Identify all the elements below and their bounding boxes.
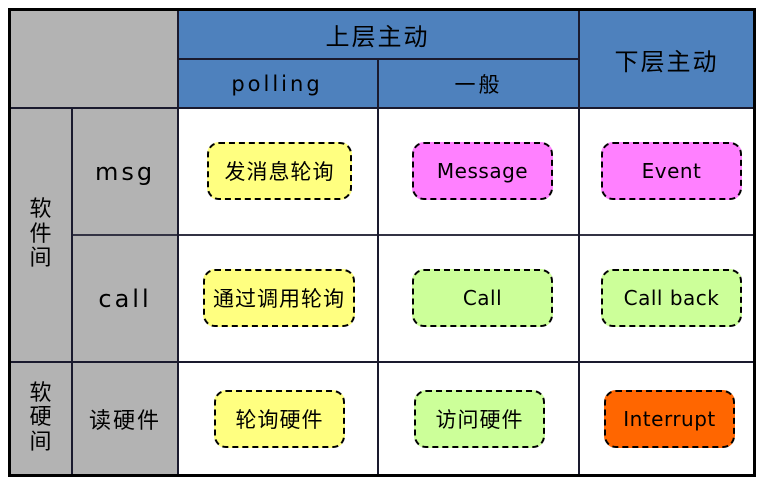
header-lower-active-label: 下层主动 <box>614 47 719 76</box>
row-group-label-software: 软件间 <box>11 109 71 361</box>
node-msg-general-label: Message <box>436 159 529 183</box>
communication-pattern-matrix: 上层主动 polling 一般 下层主动 软件间 msg call 发消息轮询 <box>8 8 756 477</box>
cell-readhw-lower-active: Interrupt <box>580 363 753 474</box>
node-call-polling[interactable]: 通过调用轮询 <box>203 269 355 327</box>
header-corner-cell <box>11 11 177 107</box>
row-label-read-hardware-text: 读硬件 <box>88 408 161 434</box>
row-group-label-hardware-text: 软硬间 <box>29 380 53 455</box>
cell-msg-general: Message <box>379 109 578 234</box>
header-upper-active: 上层主动 <box>177 11 578 58</box>
rule-msg-call <box>73 234 753 236</box>
cell-call-general: Call <box>379 236 578 361</box>
rule-col-polling-general <box>377 58 379 474</box>
row-label-msg: msg <box>73 109 177 234</box>
node-call-general-label: Call <box>462 286 503 310</box>
node-readhw-lower-active-label: Interrupt <box>623 407 716 431</box>
row-group-label-hardware: 软硬间 <box>11 363 71 474</box>
rule-col-rowlabel-data <box>177 11 179 474</box>
cell-call-lower-active: Call back <box>580 236 753 361</box>
header-subcolumn-general: 一般 <box>379 60 578 107</box>
row-label-read-hardware: 读硬件 <box>73 363 177 474</box>
node-readhw-general-label: 访问硬件 <box>435 408 524 432</box>
cell-msg-lower-active: Event <box>580 109 753 234</box>
node-call-general[interactable]: Call <box>412 269 553 327</box>
node-call-lower-active-label: Call back <box>623 286 720 310</box>
rule-software-hardware <box>11 361 753 363</box>
node-readhw-lower-active[interactable]: Interrupt <box>604 390 735 448</box>
row-label-call: call <box>73 236 177 361</box>
cell-readhw-general: 访问硬件 <box>379 363 578 474</box>
node-msg-polling[interactable]: 发消息轮询 <box>207 142 352 200</box>
rule-col-groupslash-rowlabel <box>71 107 73 474</box>
node-msg-general[interactable]: Message <box>412 142 553 200</box>
node-readhw-polling-label: 轮询硬件 <box>235 408 324 432</box>
node-msg-polling-label: 发消息轮询 <box>224 160 335 184</box>
rule-col-upper-lower <box>578 11 580 474</box>
node-call-lower-active[interactable]: Call back <box>601 269 742 327</box>
row-group-label-software-text: 软件间 <box>29 197 53 272</box>
header-subcolumn-polling: polling <box>177 60 377 107</box>
row-label-call-text: call <box>98 284 152 313</box>
cell-call-polling: 通过调用轮询 <box>177 236 377 361</box>
row-label-msg-text: msg <box>94 157 156 186</box>
rule-header-body <box>11 107 753 109</box>
node-call-polling-label: 通过调用轮询 <box>213 287 345 311</box>
header-subcolumn-polling-label: polling <box>231 71 323 96</box>
matrix-grid: 上层主动 polling 一般 下层主动 软件间 msg call 发消息轮询 <box>11 11 753 474</box>
node-msg-lower-active[interactable]: Event <box>601 142 742 200</box>
cell-readhw-polling: 轮询硬件 <box>177 363 377 474</box>
node-readhw-polling[interactable]: 轮询硬件 <box>214 390 345 448</box>
header-subcolumn-general-label: 一般 <box>454 72 503 97</box>
header-upper-active-label: 上层主动 <box>325 23 430 51</box>
node-readhw-general[interactable]: 访问硬件 <box>414 390 545 448</box>
header-lower-active: 下层主动 <box>580 11 753 107</box>
cell-msg-polling: 发消息轮询 <box>177 109 377 234</box>
node-msg-lower-active-label: Event <box>641 159 702 183</box>
